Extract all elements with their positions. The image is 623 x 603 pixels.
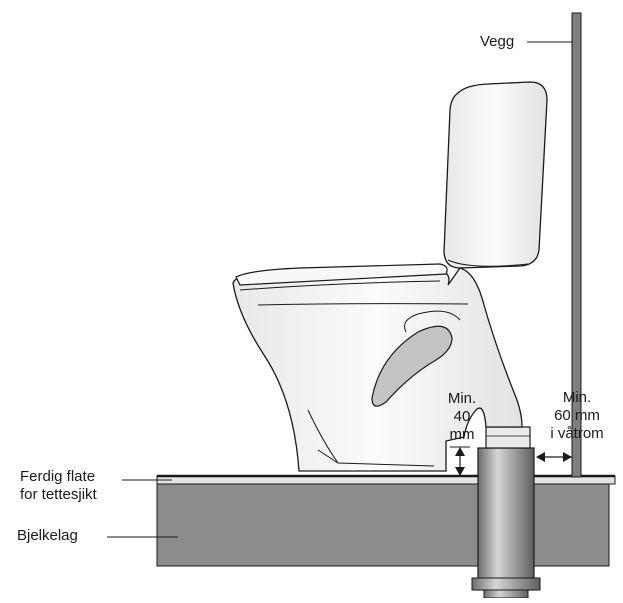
finished-surface-label-line2: for tettesjikt: [20, 486, 97, 503]
joist-label: Bjelkelag: [17, 527, 78, 544]
min-wall-dimension: [536, 452, 572, 462]
toilet-bowl: [232, 267, 523, 472]
wall-label: Vegg: [480, 33, 515, 50]
min-height-dimension: [450, 446, 470, 476]
min-wall-label-line3: i våtrom: [550, 425, 604, 442]
min-height-label-line2: 40: [453, 408, 471, 425]
min-height-label-line1: Min.: [447, 390, 477, 407]
toilet-seat: [235, 263, 448, 286]
min-height-label-line3: mm: [449, 426, 475, 443]
toilet-cistern: [443, 81, 548, 269]
wall: [571, 12, 582, 478]
joist-layer: [156, 481, 610, 567]
outlet-connector: [485, 426, 531, 449]
min-wall-label-line2: 60 mm: [554, 407, 600, 424]
drain-pipe: [471, 447, 541, 599]
trapway-opening: [371, 325, 453, 407]
min-wall-label-line1: Min.: [562, 389, 592, 406]
finished-surface-label-line1: Ferdig flate: [20, 468, 96, 485]
